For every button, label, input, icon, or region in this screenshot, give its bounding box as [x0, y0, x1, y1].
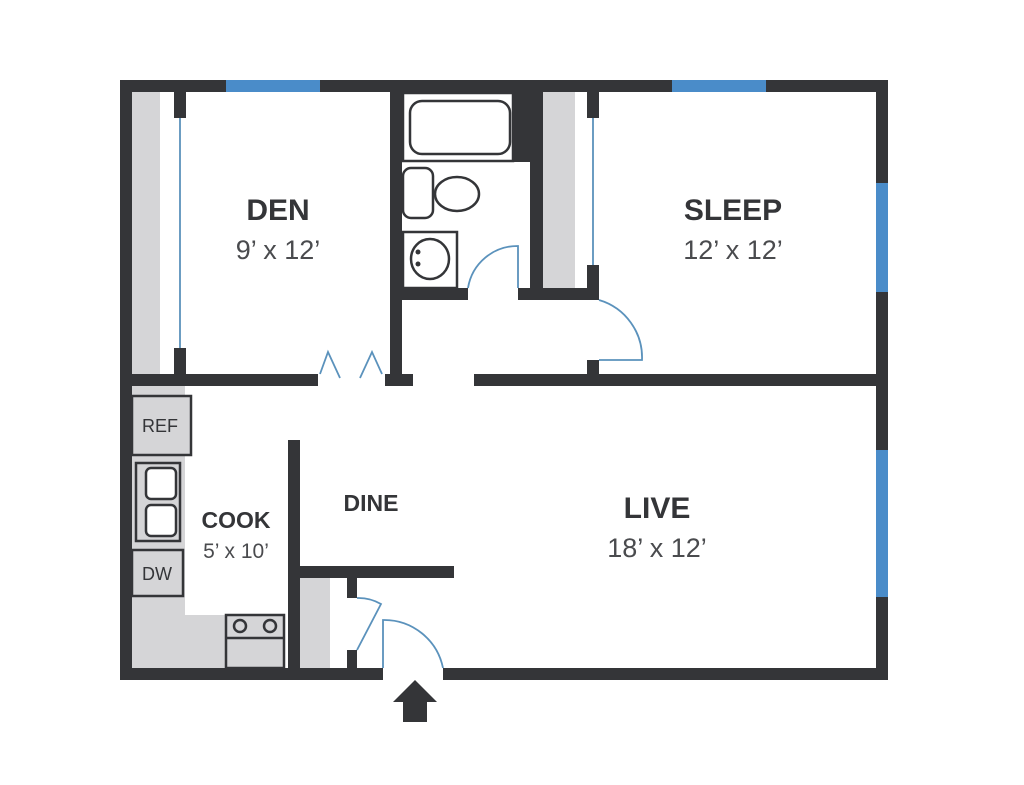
window — [876, 183, 888, 292]
refrigerator-label: REF — [142, 416, 178, 436]
walls — [120, 80, 888, 680]
room-cook-size: 5’ x 10’ — [203, 540, 269, 563]
kitchen-fixtures: REF DW — [130, 394, 286, 670]
room-live-size: 18’ x 12’ — [607, 533, 707, 563]
den-closet — [132, 92, 160, 374]
entry-closet — [300, 578, 330, 668]
sleep-door — [598, 299, 643, 361]
entry-door — [382, 619, 444, 669]
toilet-tank — [401, 166, 435, 220]
room-cook-name: COOK — [202, 507, 271, 533]
sink-basin — [409, 237, 451, 281]
bath-fixtures — [401, 91, 515, 290]
kitchen-counter-bottom — [132, 615, 232, 668]
room-sleep-name: SLEEP — [684, 194, 782, 227]
room-den-size: 9’ x 12’ — [236, 235, 321, 265]
room-labels: DEN 9’ x 12’ SLEEP 12’ x 12’ LIVE 18’ x … — [202, 194, 783, 563]
entry-arrow-icon — [393, 680, 437, 722]
entry-closet-door — [356, 597, 383, 651]
bath-door — [467, 245, 519, 289]
doors — [179, 118, 643, 669]
toilet-bowl — [433, 175, 481, 213]
window — [876, 450, 888, 597]
den-bifold-door — [319, 349, 383, 379]
window — [226, 80, 320, 92]
room-sleep-size: 12’ x 12’ — [683, 235, 783, 265]
room-dine-name: DINE — [344, 490, 399, 516]
bathtub — [408, 99, 512, 156]
windows — [226, 80, 888, 597]
room-den-name: DEN — [246, 194, 309, 227]
sleep-closet — [543, 92, 575, 290]
refrigerator — [130, 394, 193, 457]
dishwasher-label: DW — [142, 564, 172, 584]
window — [672, 80, 766, 92]
dishwasher — [130, 548, 185, 598]
room-live-name: LIVE — [624, 492, 691, 525]
